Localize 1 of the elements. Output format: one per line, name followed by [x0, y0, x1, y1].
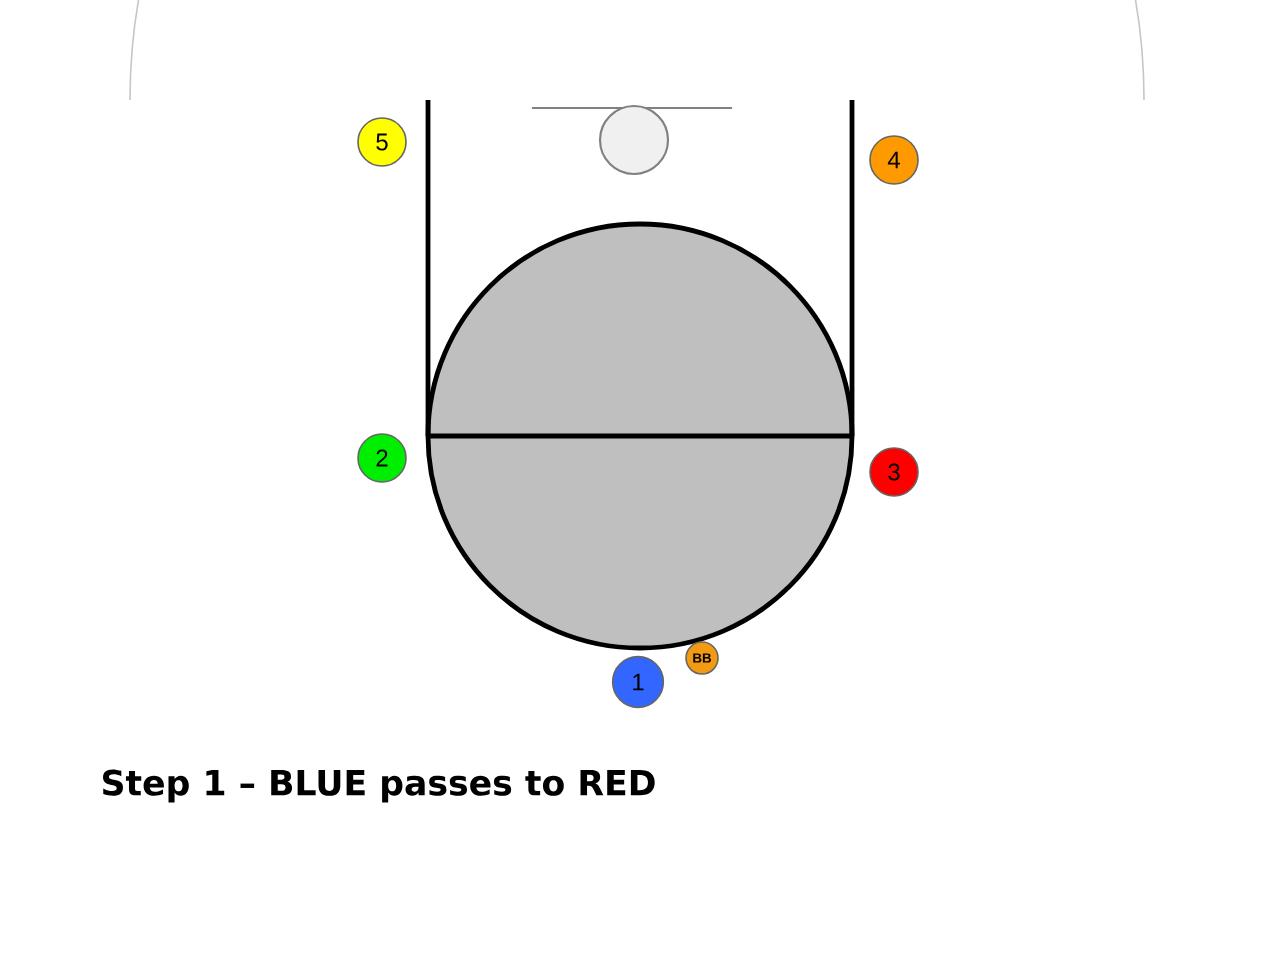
caption: Step 1 – BLUE passes to RED	[103, 769, 655, 803]
